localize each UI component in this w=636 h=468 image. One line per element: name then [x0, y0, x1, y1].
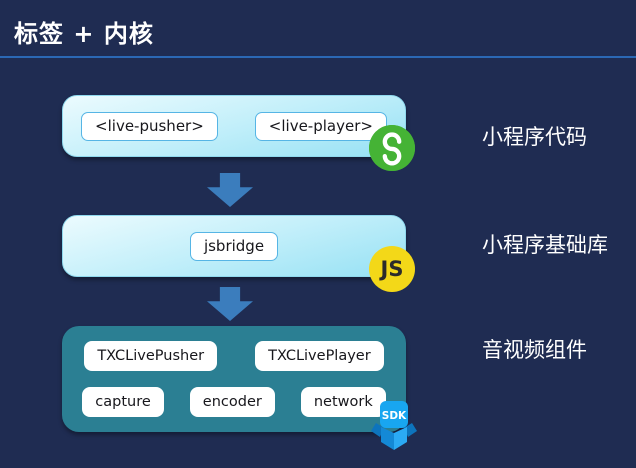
txcliveplayer-chip: TXCLivePlayer: [255, 341, 384, 371]
sdk-icon-label: SDK: [382, 410, 407, 422]
layer-label-miniprogram-base: 小程序基础库: [482, 233, 608, 257]
live-pusher-tag: <live-pusher>: [81, 111, 218, 141]
miniprogram-base-box: jsbridge JS: [62, 215, 415, 292]
down-arrow-2: [207, 287, 253, 321]
sdk-box-icon: SDK: [368, 393, 420, 451]
layer-label-av-components: 音视频组件: [482, 338, 587, 362]
encoder-chip: encoder: [189, 387, 275, 417]
network-chip: network: [300, 387, 386, 417]
txclivepusher-chip: TXCLivePusher: [84, 341, 218, 371]
miniprogram-code-box: <live-pusher> <live-player>: [62, 95, 415, 171]
live-player-tag: <live-player>: [254, 111, 387, 141]
av-row-2: capture encoder network: [62, 387, 406, 417]
av-row-1: TXCLivePusher TXCLivePlayer: [62, 341, 406, 371]
js-icon-label: JS: [380, 257, 404, 281]
wechat-miniprogram-icon: [369, 125, 415, 171]
page-title: 标签 + 内核: [14, 20, 154, 48]
capture-chip: capture: [82, 387, 164, 417]
down-arrow-1: [207, 173, 253, 207]
jsbridge-tag: jsbridge: [189, 231, 279, 261]
js-icon: JS: [369, 246, 415, 292]
layer-label-miniprogram-code: 小程序代码: [482, 125, 587, 149]
av-components-box: TXCLivePusher TXCLivePlayer capture enco…: [62, 326, 417, 450]
title-divider: [0, 56, 636, 58]
